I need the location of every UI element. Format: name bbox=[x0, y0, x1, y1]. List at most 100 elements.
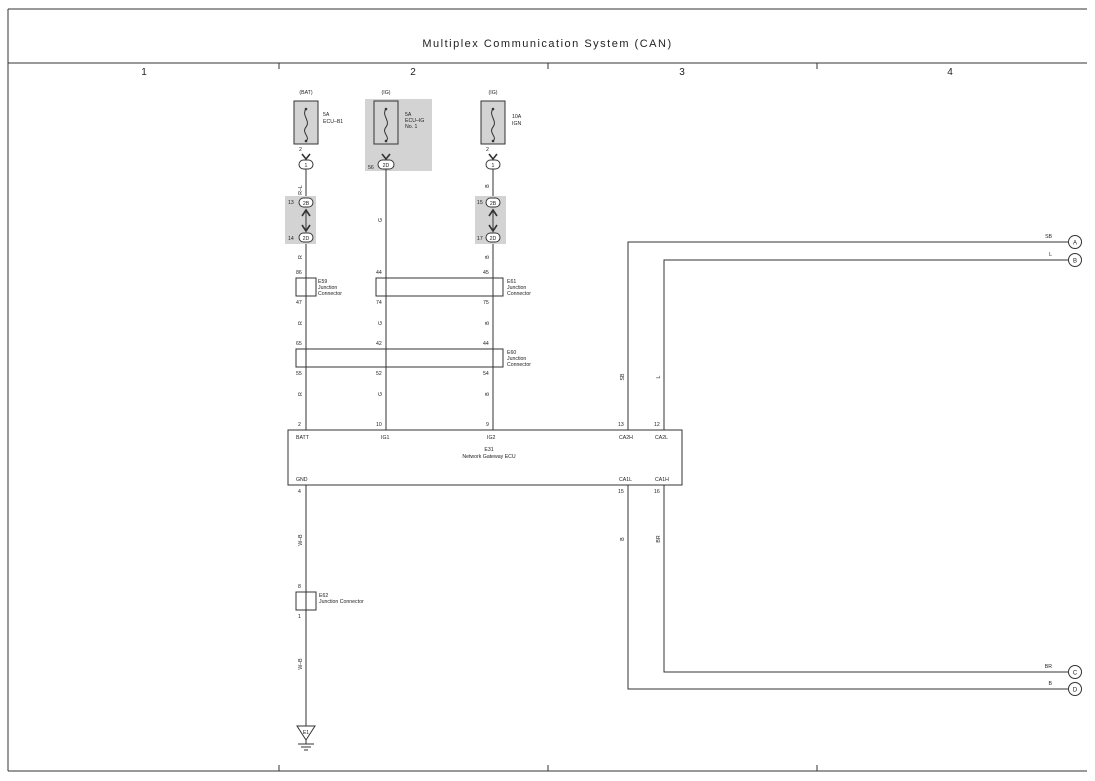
connector-desc: Connector bbox=[507, 291, 531, 297]
fuse-name-2: No. 1 bbox=[405, 124, 418, 130]
connector-id: E62 bbox=[319, 593, 328, 599]
ecu-pin-number: 16 bbox=[654, 489, 660, 495]
connector-pin: 44 bbox=[376, 270, 382, 276]
connector-arrow bbox=[301, 153, 311, 161]
ecu-pin-number: 15 bbox=[618, 489, 624, 495]
ecu-pin-label: CA2H bbox=[619, 435, 633, 441]
connector-oval bbox=[298, 232, 314, 243]
ecu-name: Network Gateway ECU bbox=[462, 454, 516, 460]
fuse-supply-label: (IG) bbox=[489, 90, 498, 96]
ecu-pin-label: BATT bbox=[296, 435, 310, 441]
wire-color-label: SB bbox=[620, 373, 626, 380]
joint-pin: 17 bbox=[477, 236, 483, 242]
can-line-br bbox=[663, 485, 1068, 673]
terminal-wire-color: B bbox=[1049, 681, 1053, 687]
ecu-pin-label: IG1 bbox=[381, 435, 389, 441]
ecu-pin-label: CA1L bbox=[619, 477, 632, 483]
connector-code: 2D bbox=[383, 163, 390, 169]
fuse-icon bbox=[304, 107, 308, 111]
connector-oval bbox=[485, 232, 501, 243]
fuse-icon bbox=[491, 107, 495, 111]
junction-connector-e60 bbox=[295, 348, 504, 368]
fuse-box bbox=[480, 100, 506, 145]
connector-code: 1 bbox=[492, 163, 495, 169]
junction-connector-e61 bbox=[375, 277, 504, 297]
fuse-rating: 10A bbox=[512, 114, 522, 120]
connector-pin: 86 bbox=[296, 270, 302, 276]
ecu-pin-label: CA1H bbox=[655, 477, 669, 483]
connector-code: 2D bbox=[303, 236, 310, 242]
ecu-pin-number: 4 bbox=[298, 489, 301, 495]
ecu-pin-label: IG2 bbox=[487, 435, 495, 441]
connector-arrow bbox=[488, 153, 498, 161]
ecu-pin-number: 9 bbox=[486, 422, 489, 428]
terminal-d bbox=[1068, 682, 1082, 696]
wire-color-label: R–L bbox=[298, 185, 304, 195]
connector-arrow bbox=[301, 224, 311, 233]
ground-id: E1 bbox=[303, 730, 309, 736]
wire-color-label: W–B bbox=[298, 534, 304, 546]
fuse-pin: 2 bbox=[299, 147, 302, 153]
wire-color-label: G bbox=[378, 321, 384, 325]
wire-color-label: R bbox=[298, 321, 304, 325]
terminal-wire-color: SB bbox=[1045, 234, 1052, 240]
connector-pin: 54 bbox=[483, 371, 489, 377]
column-number: 1 bbox=[141, 67, 147, 78]
ecu-id: E31 bbox=[484, 447, 493, 453]
joint-pin: 15 bbox=[477, 200, 483, 206]
wire-color-label: W–B bbox=[298, 658, 304, 670]
connector-pin: 8 bbox=[298, 584, 301, 590]
terminal-letter: C bbox=[1073, 671, 1078, 677]
fuse-name: ECU–B1 bbox=[323, 119, 343, 125]
fuse-pin: 2 bbox=[486, 147, 489, 153]
terminal-letter: A bbox=[1073, 241, 1077, 247]
fuse-supply-label: (IG) bbox=[382, 90, 391, 96]
column-number: 4 bbox=[947, 67, 953, 78]
connector-pin: 74 bbox=[376, 300, 382, 306]
fuse-icon bbox=[491, 108, 495, 142]
terminal-wire-color: BR bbox=[1045, 664, 1052, 670]
connector-arrow bbox=[381, 153, 391, 161]
connector-desc: Junction Connector bbox=[319, 599, 364, 605]
connector-pin: 45 bbox=[483, 270, 489, 276]
connector-id: E60 bbox=[507, 350, 516, 356]
connector-desc: Junction bbox=[507, 356, 526, 362]
connector-pin: 42 bbox=[376, 341, 382, 347]
ecu-pin-number: 13 bbox=[618, 422, 624, 428]
fuse-name: IGN bbox=[512, 121, 521, 127]
connector-desc: Junction bbox=[507, 285, 526, 291]
connector-pin: 52 bbox=[376, 371, 382, 377]
fuse-icon bbox=[384, 108, 388, 142]
wire-color-label: G bbox=[378, 392, 384, 396]
connector-oval bbox=[485, 197, 501, 208]
connector-desc: Connector bbox=[507, 362, 531, 368]
ecu-pin-label: GND bbox=[296, 477, 308, 483]
wire-color-label: B bbox=[485, 392, 491, 396]
wire-color-label: BR bbox=[656, 535, 662, 542]
connector-code: 2B bbox=[303, 201, 310, 207]
joint-pin: 13 bbox=[288, 200, 294, 206]
fuse-rating: 5A bbox=[323, 112, 330, 118]
terminal-wire-color: L bbox=[1049, 252, 1052, 258]
connector-code: 2B bbox=[490, 201, 497, 207]
connector-desc: Connector bbox=[318, 291, 342, 297]
wire-color-label: L bbox=[656, 375, 662, 378]
connector-oval bbox=[298, 197, 314, 208]
connector-code: 2D bbox=[490, 236, 497, 242]
fuse-box bbox=[293, 100, 319, 145]
wire-color-label: B bbox=[485, 184, 491, 188]
fuse-icon bbox=[384, 139, 388, 143]
ground-triangle bbox=[296, 725, 316, 741]
ecu-pin-number: 12 bbox=[654, 422, 660, 428]
connector-arrow bbox=[488, 224, 498, 233]
ecu-pin-number: 2 bbox=[298, 422, 301, 428]
wire-color-label: B bbox=[620, 537, 626, 541]
connector-id: E59 bbox=[318, 279, 327, 285]
terminal-b bbox=[1068, 253, 1082, 267]
ecu-pin-number: 10 bbox=[376, 422, 382, 428]
connector-pin: 55 bbox=[296, 371, 302, 377]
can-line-sb bbox=[627, 241, 1068, 430]
fuse-supply-label: (BAT) bbox=[299, 90, 312, 96]
fuse-icon bbox=[304, 139, 308, 143]
